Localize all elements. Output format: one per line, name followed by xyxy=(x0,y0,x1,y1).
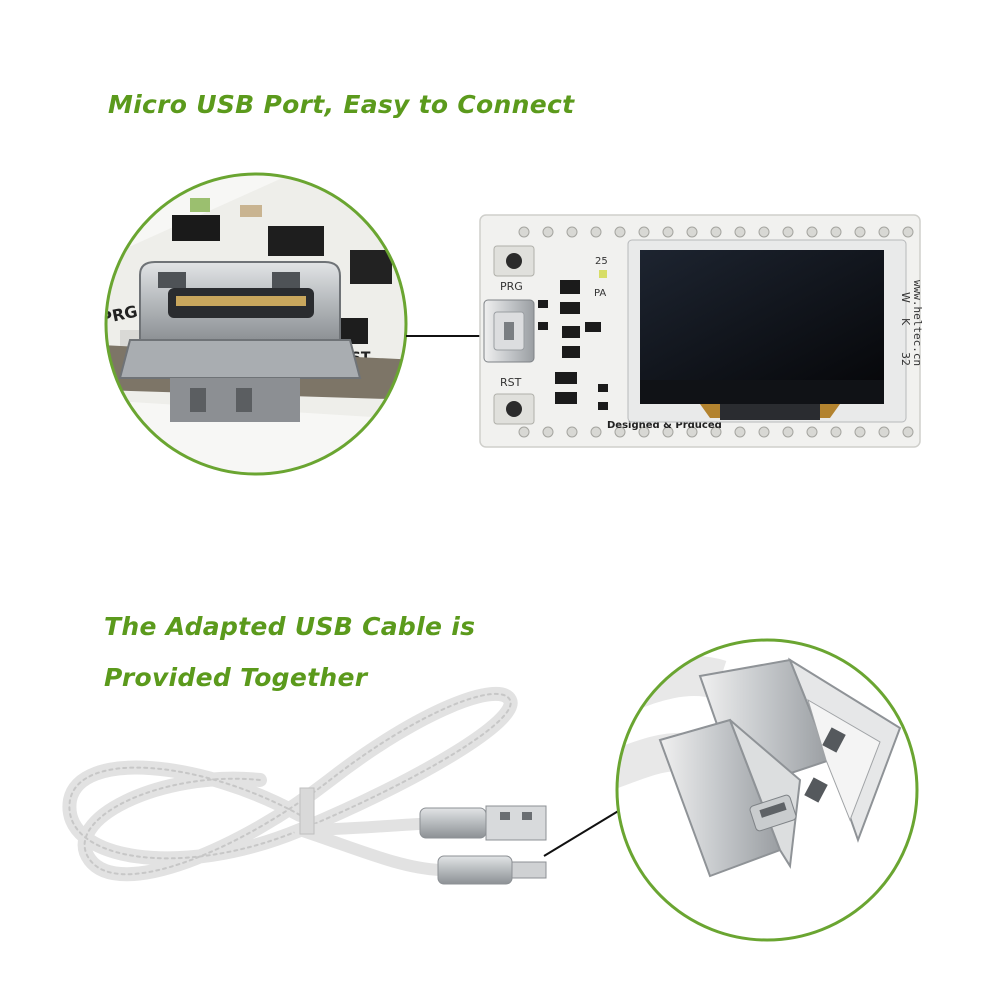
rst-button xyxy=(506,401,522,417)
header-pins-bottom xyxy=(518,426,914,438)
callout-line xyxy=(543,809,621,857)
micro-usb-plug-large xyxy=(658,718,802,878)
model-32: 32 xyxy=(899,352,912,366)
smd-component xyxy=(350,250,392,284)
usb-port-zoom-circle: PRG RST xyxy=(104,172,408,476)
usb-plugs-zoom-circle xyxy=(615,638,919,942)
caption-usb-cable-line2: Provided Together xyxy=(104,663,368,692)
pin-pa-label: PA xyxy=(594,288,606,299)
smd-component xyxy=(172,215,220,241)
caption-usb-cable-line1: The Adapted USB Cable is xyxy=(104,612,476,641)
smd-components xyxy=(538,280,608,410)
micro-usb-port-small xyxy=(483,299,535,363)
micro-usb-plug-small xyxy=(437,855,547,885)
url-text: www.heltec.cn xyxy=(911,280,924,366)
smd-component xyxy=(268,226,324,256)
caption-micro-usb: Micro USB Port, Easy to Connect xyxy=(108,90,575,119)
usb-a-plug-small xyxy=(419,805,547,841)
model-w: W xyxy=(899,292,912,303)
heltec-board: PRG RST 25 PA Designed & Prduced xyxy=(479,214,924,448)
rst-label: RST xyxy=(500,376,522,389)
model-k: K xyxy=(899,318,912,326)
designed-produced-text: Designed & Prduced xyxy=(607,420,722,431)
pin-25-label: 25 xyxy=(595,256,608,267)
oled-display xyxy=(627,239,907,423)
prg-label: PRG xyxy=(500,280,523,293)
usb-cable-coil xyxy=(62,686,518,882)
led xyxy=(599,270,607,278)
header-pins-top xyxy=(518,226,914,238)
prg-button xyxy=(506,253,522,269)
micro-usb-port-large xyxy=(118,261,362,422)
